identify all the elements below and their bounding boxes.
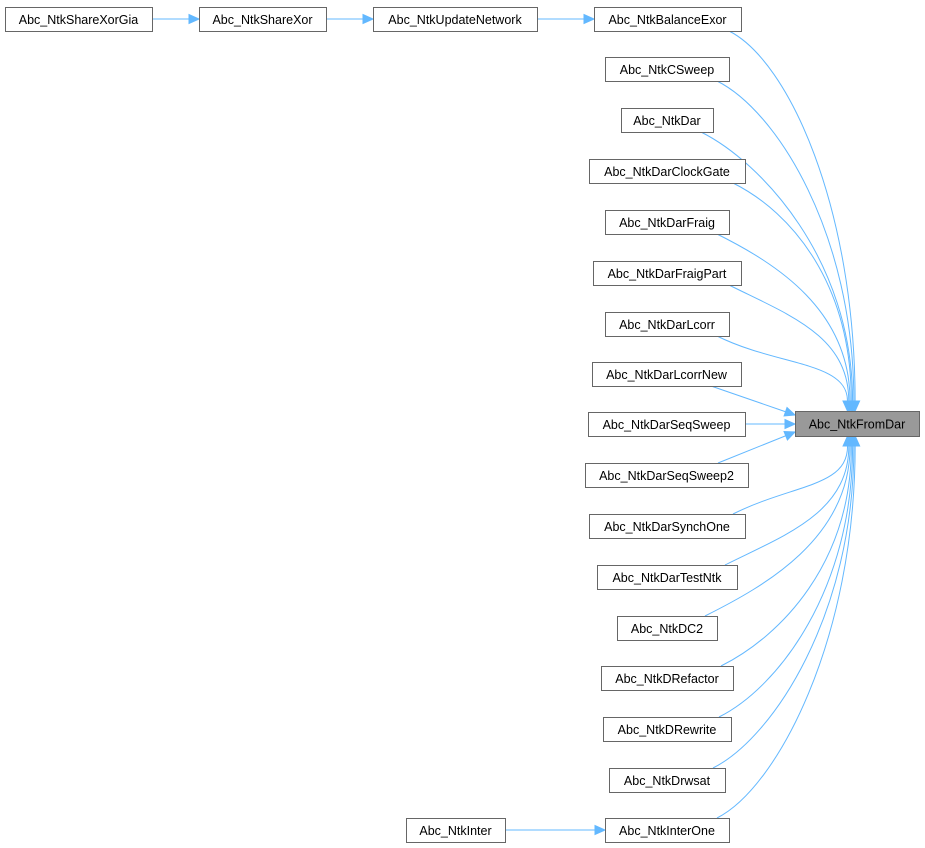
node-box	[5, 7, 153, 32]
node-box	[199, 7, 327, 32]
node-box	[406, 818, 506, 843]
arrowhead-icon	[783, 431, 797, 441]
node-ntk-balance-exor[interactable]: Abc_NtkBalanceExor	[594, 7, 742, 32]
node-box	[621, 108, 714, 133]
node-label: Abc_NtkDarTestNtk	[612, 571, 722, 585]
node-ntk-dar-seq-sweep2[interactable]: Abc_NtkDarSeqSweep2	[585, 463, 749, 488]
node-box	[373, 7, 538, 32]
edges-layer	[152, 13, 861, 836]
node-ntk-dar-seq-sweep[interactable]: Abc_NtkDarSeqSweep	[588, 412, 746, 437]
node-label: Abc_NtkShareXorGia	[19, 13, 139, 27]
edge-ntk-dar-fraig-part-to-ntk-from-dar	[728, 284, 850, 402]
node-ntk-drefactor[interactable]: Abc_NtkDRefactor	[601, 666, 734, 691]
node-label: Abc_NtkUpdateNetwork	[388, 13, 522, 27]
node-ntk-dar-lcorr[interactable]: Abc_NtkDarLcorr	[605, 312, 730, 337]
edge-ntk-inter-one-to-ntk-from-dar	[716, 445, 856, 819]
node-label: Abc_NtkDarFraig	[619, 216, 715, 230]
edge-ntk-drewrite-to-ntk-from-dar	[718, 445, 854, 718]
edge-ntk-csweep-to-ntk-from-dar	[716, 80, 855, 402]
node-ntk-drewrite[interactable]: Abc_NtkDRewrite	[603, 717, 732, 742]
node-label: Abc_NtkShareXor	[212, 13, 312, 27]
node-ntk-inter[interactable]: Abc_NtkInter	[406, 818, 506, 843]
node-label: Abc_NtkDRewrite	[618, 723, 717, 737]
node-ntk-dar-clock-gate[interactable]: Abc_NtkDarClockGate	[589, 159, 746, 184]
node-label: Abc_NtkDarFraigPart	[608, 267, 727, 281]
node-ntk-dar-lcorr-new[interactable]: Abc_NtkDarLcorrNew	[592, 362, 742, 387]
node-label: Abc_NtkInterOne	[619, 824, 715, 838]
node-label: Abc_NtkDrwsat	[624, 774, 711, 788]
arrowhead-icon	[842, 400, 853, 413]
arrowhead-icon	[188, 13, 201, 25]
node-ntk-dar-test-ntk[interactable]: Abc_NtkDarTestNtk	[597, 565, 738, 590]
node-box	[585, 463, 749, 488]
arrowhead-icon	[783, 406, 797, 417]
node-box	[593, 261, 742, 286]
node-box	[605, 818, 730, 843]
edge-ntk-dar-to-ntk-from-dar	[700, 131, 854, 402]
arrowhead-icon	[594, 824, 607, 836]
node-ntk-dar[interactable]: Abc_NtkDar	[621, 108, 714, 133]
node-box	[609, 768, 726, 793]
node-box	[603, 717, 732, 742]
node-box	[588, 412, 746, 437]
node-label: Abc_NtkDRefactor	[615, 672, 719, 686]
node-ntk-update-network[interactable]: Abc_NtkUpdateNetwork	[373, 7, 538, 32]
focus-node[interactable]: Abc_NtkFromDar	[795, 411, 920, 437]
node-ntk-share-xor-gia[interactable]: Abc_NtkShareXorGia	[5, 7, 153, 32]
node-ntk-dar-fraig[interactable]: Abc_NtkDarFraig	[605, 210, 730, 235]
node-box	[592, 362, 742, 387]
node-box	[594, 7, 742, 32]
node-label: Abc_NtkDar	[633, 114, 700, 128]
node-box	[605, 210, 730, 235]
node-box	[589, 159, 746, 184]
node-ntk-inter-one[interactable]: Abc_NtkInterOne	[605, 818, 730, 843]
node-box	[617, 616, 718, 641]
edge-ntk-dar-fraig-to-ntk-from-dar	[716, 233, 851, 402]
edge-ntk-dar-lcorr-to-ntk-from-dar	[716, 335, 848, 402]
node-box	[605, 57, 730, 82]
edge-ntk-dar-test-ntk-to-ntk-from-dar	[724, 445, 850, 566]
edge-ntk-dc2-to-ntk-from-dar	[704, 445, 851, 617]
node-box	[601, 666, 734, 691]
node-ntk-dar-fraig-part[interactable]: Abc_NtkDarFraigPart	[593, 261, 742, 286]
arrowhead-icon	[362, 13, 375, 25]
arrowhead-icon	[784, 418, 797, 430]
node-label: Abc_NtkDarLcorrNew	[606, 368, 728, 382]
edge-ntk-dar-seq-sweep2-to-ntk-from-dar	[717, 435, 786, 464]
node-ntk-share-xor[interactable]: Abc_NtkShareXor	[199, 7, 327, 32]
edge-ntk-dar-lcorr-new-to-ntk-from-dar	[710, 385, 786, 413]
node-label: Abc_NtkInter	[419, 824, 491, 838]
node-label: Abc_NtkDarClockGate	[604, 165, 730, 179]
node-label: Abc_NtkCSweep	[620, 63, 715, 77]
node-label: Abc_NtkDarSeqSweep2	[599, 469, 734, 483]
edge-ntk-dar-synch-one-to-ntk-from-dar	[732, 445, 849, 515]
arrowhead-icon	[849, 434, 861, 447]
node-ntk-dar-synch-one[interactable]: Abc_NtkDarSynchOne	[589, 514, 746, 539]
edge-ntk-drwsat-to-ntk-from-dar	[712, 445, 855, 769]
node-ntk-drwsat[interactable]: Abc_NtkDrwsat	[609, 768, 726, 793]
node-label: Abc_NtkBalanceExor	[608, 13, 726, 27]
node-label: Abc_NtkDC2	[631, 622, 703, 636]
edge-ntk-balance-exor-to-ntk-from-dar	[728, 30, 856, 402]
node-ntk-dc2[interactable]: Abc_NtkDC2	[617, 616, 718, 641]
edge-ntk-drefactor-to-ntk-from-dar	[720, 445, 852, 667]
node-box	[795, 411, 920, 437]
node-label: Abc_NtkDarSeqSweep	[603, 418, 731, 432]
arrowhead-icon	[583, 13, 596, 25]
node-ntk-csweep[interactable]: Abc_NtkCSweep	[605, 57, 730, 82]
node-box	[605, 312, 730, 337]
node-label: Abc_NtkFromDar	[809, 418, 906, 432]
node-label: Abc_NtkDarSynchOne	[604, 520, 730, 534]
node-box	[597, 565, 738, 590]
node-label: Abc_NtkDarLcorr	[619, 318, 715, 332]
node-box	[589, 514, 746, 539]
edge-ntk-dar-clock-gate-to-ntk-from-dar	[732, 182, 852, 402]
